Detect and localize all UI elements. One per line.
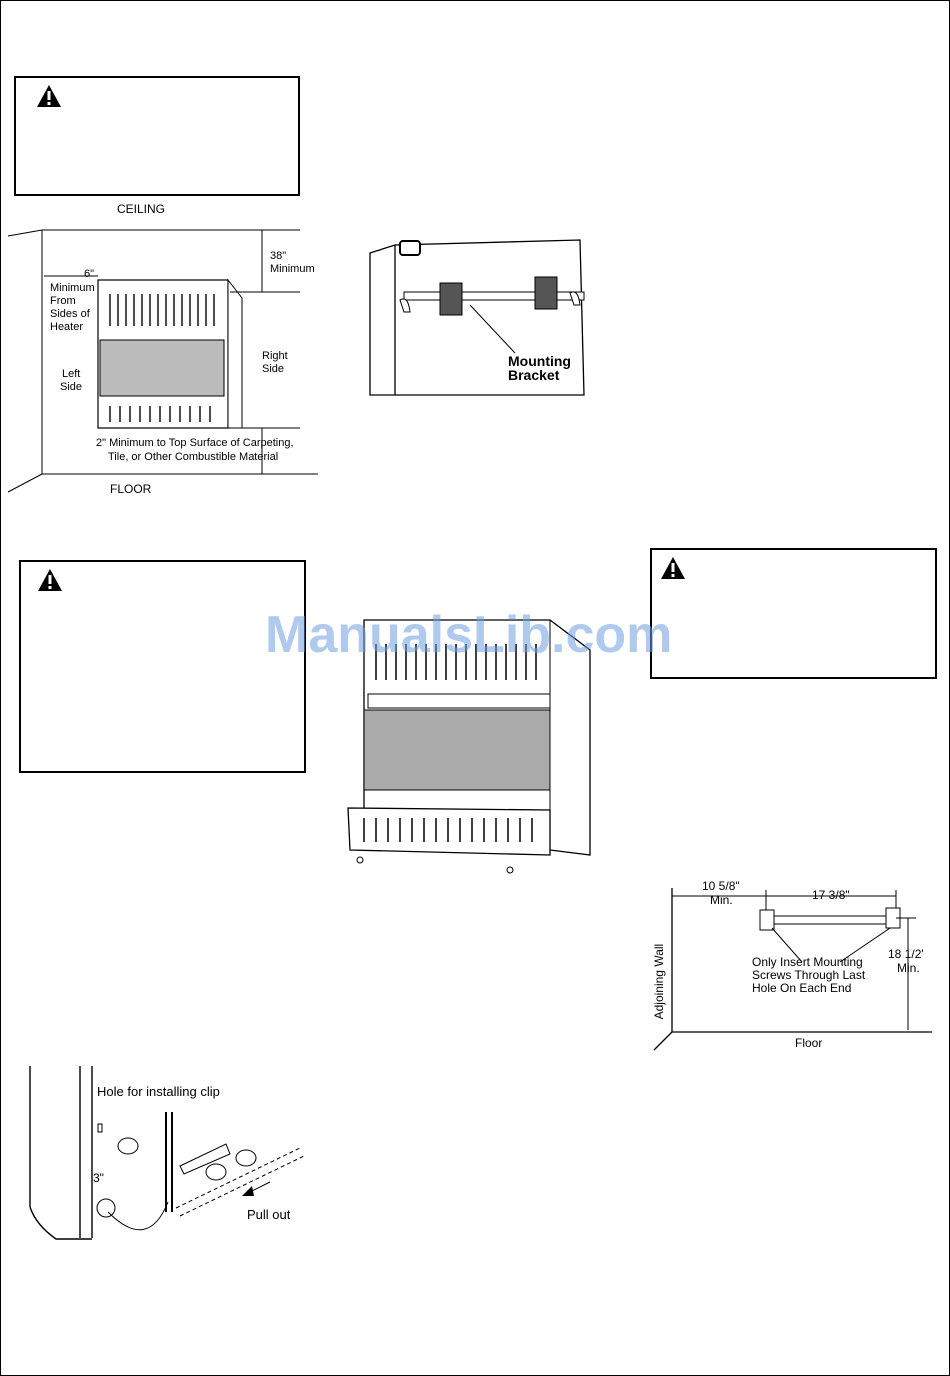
side-clearance-text-1: Minimum — [50, 282, 95, 294]
ceiling-label: CEILING — [117, 202, 166, 216]
clip-dimension-label: 3" — [93, 1171, 104, 1185]
clip-hole-label: Hole for installing clip — [97, 1084, 220, 1099]
floor-label: FLOOR — [110, 482, 152, 496]
wall-dim-height: 18 1/2' — [888, 947, 924, 961]
top-clearance-min: Minimum — [270, 263, 315, 275]
warning-box-2 — [19, 560, 306, 773]
warning-icon — [38, 569, 62, 591]
side-clearance-text-3: Sides of — [50, 308, 90, 320]
wall-dim-left: 10 5/8" — [702, 879, 740, 893]
wall-dim-left-min: Min. — [710, 893, 733, 907]
warning-box-3 — [650, 548, 937, 679]
side-clearance-text-2: From — [50, 295, 76, 307]
left-side-label-1: Left — [62, 368, 81, 380]
wall-dim-height-min: Min. — [897, 961, 920, 975]
top-clearance-label: 38" — [270, 250, 287, 262]
side-clearance-label: 6" — [84, 268, 95, 280]
wall-note-1: Only Insert Mounting — [752, 955, 863, 969]
warning-icon — [37, 85, 61, 107]
clearance-diagram — [7, 229, 318, 493]
bracket-label-1: Mounting — [508, 353, 571, 369]
side-clearance-text-4: Heater — [50, 321, 84, 333]
bracket-label-2: Bracket — [508, 367, 560, 383]
left-side-label-2: Side — [60, 381, 83, 393]
floor-note-2: Tile, or Other Combustible Material — [108, 451, 279, 463]
clip-installation-diagram — [29, 1066, 305, 1240]
warning-box-1 — [14, 76, 300, 196]
wall-mounting-diagram — [653, 888, 932, 1051]
wall-note-3: Hole On Each End — [752, 981, 852, 995]
warning-icon — [661, 557, 685, 579]
watermark: ManualsLib.com — [265, 606, 673, 664]
wall-note-2: Screws Through Last — [752, 968, 866, 982]
pull-out-label: Pull out — [247, 1207, 291, 1222]
wall-dim-span: 17 3/8" — [812, 888, 850, 902]
floor-note-1: 2" Minimum to Top Surface of Carpeting, — [96, 437, 294, 449]
wall-floor-label: Floor — [795, 1036, 823, 1050]
right-side-label-2: Side — [262, 363, 285, 375]
adjoining-wall-label: Adjoining Wall — [652, 943, 667, 1020]
mounting-bracket-diagram — [369, 239, 585, 396]
heater-panel-diagram — [347, 619, 591, 874]
right-side-label-1: Right — [262, 350, 288, 362]
